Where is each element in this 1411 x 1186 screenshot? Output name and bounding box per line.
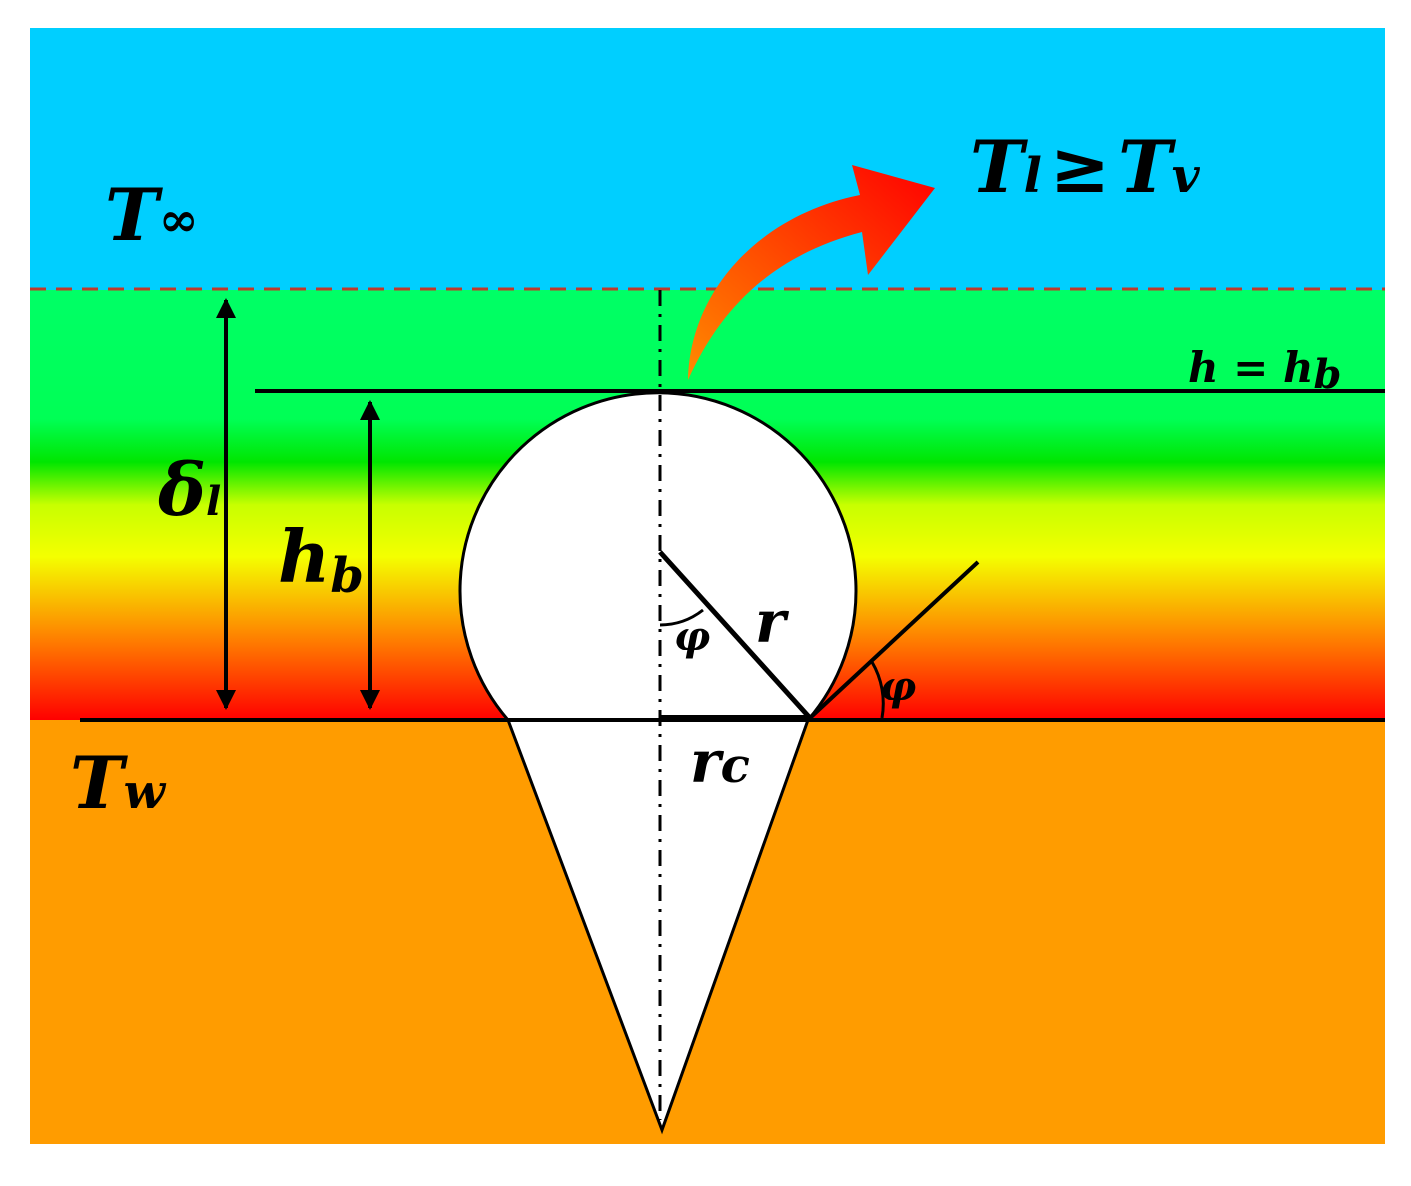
t-v-label: T (1118, 124, 1176, 209)
t-infinity-label: T (105, 172, 163, 257)
svg-text:rc: rc (690, 728, 750, 796)
ambient-region (30, 28, 1385, 290)
r-label: r (755, 588, 790, 656)
radius-r-line (658, 550, 812, 720)
svg-text:h = hb: h = hb (1188, 343, 1341, 398)
rc-subscript: c (721, 738, 750, 794)
departure-arrow (688, 165, 935, 380)
t-l-label: T (970, 124, 1028, 209)
inner-angle-arc (659, 608, 704, 627)
t-v-subscript: v (1172, 148, 1201, 204)
t-w-subscript: w (124, 764, 167, 820)
hb-subscript: b (330, 548, 364, 604)
h-equals-label: h = h (1188, 343, 1314, 392)
svg-text:δl: δl (157, 447, 221, 532)
phi-inner-label: φ (674, 613, 710, 660)
outer-angle-arc (870, 661, 885, 719)
svg-text:T∞: T∞ (105, 172, 199, 257)
t-w-label: T (70, 740, 128, 825)
h-equals-subscript: b (1314, 351, 1342, 398)
contact-angle-line (808, 560, 980, 720)
svg-text:hb: hb (278, 514, 364, 604)
hb-label: h (278, 514, 330, 599)
svg-text:Tw: Tw (70, 740, 167, 825)
bubble-cavity-shape (458, 391, 858, 1135)
phi-outer-label: φ (880, 663, 916, 710)
rc-label: r (690, 728, 725, 796)
t-infinity-subscript: ∞ (159, 192, 199, 248)
geq-sign: ≥ (1050, 124, 1110, 209)
svg-text:Tl≥Tv: Tl≥Tv (970, 124, 1201, 209)
delta-label: δ (157, 447, 206, 532)
delta-subscript: l (206, 478, 221, 525)
t-l-subscript: l (1024, 148, 1042, 204)
